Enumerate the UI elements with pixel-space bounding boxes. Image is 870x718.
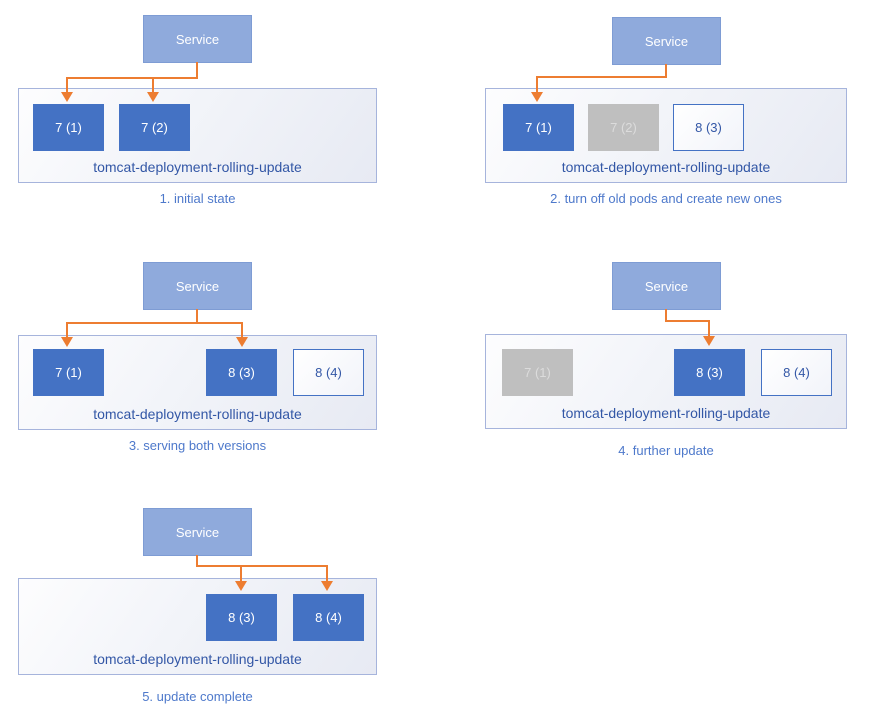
pod-label: 8 (4) xyxy=(783,365,810,380)
pod-box: 8 (3) xyxy=(206,594,277,641)
service-arrow-line xyxy=(665,64,667,78)
panel-caption: 3. serving both versions xyxy=(128,438,267,453)
pod-box: 7 (2) xyxy=(588,104,659,151)
service-box: Service xyxy=(612,262,721,310)
pod-label: 7 (1) xyxy=(525,120,552,135)
service-label: Service xyxy=(175,278,220,294)
service-arrow-line xyxy=(196,555,198,567)
arrowhead-icon xyxy=(61,92,73,102)
panel-caption: 4. further update xyxy=(618,443,714,458)
arrowhead-icon xyxy=(236,337,248,347)
service-label: Service xyxy=(175,31,220,47)
pod-box: 8 (4) xyxy=(293,594,364,641)
deployment-container: 8 (3) 8 (4) tomcat-deployment-rolling-up… xyxy=(18,578,377,675)
arrowhead-icon xyxy=(703,336,715,346)
deployment-label: tomcat-deployment-rolling-update xyxy=(93,406,302,422)
pod-box: 7 (1) xyxy=(33,349,104,396)
service-arrow-line xyxy=(152,77,154,93)
deployment-container: 7 (1) 8 (3) 8 (4) tomcat-deployment-roll… xyxy=(485,334,847,429)
deployment-label: tomcat-deployment-rolling-update xyxy=(93,159,302,175)
pod-label: 8 (4) xyxy=(315,610,342,625)
pod-box: 8 (4) xyxy=(761,349,832,396)
panel-caption: 5. update complete xyxy=(142,689,253,704)
service-box: Service xyxy=(143,262,252,310)
service-arrow-line xyxy=(66,77,68,93)
pod-box: 7 (1) xyxy=(503,104,574,151)
pod-box: 7 (1) xyxy=(33,104,104,151)
pod-box: 8 (3) xyxy=(674,349,745,396)
pod-box: 8 (3) xyxy=(206,349,277,396)
service-arrow-line xyxy=(665,320,710,322)
service-arrow-line xyxy=(326,565,328,582)
service-arrow-line xyxy=(536,76,667,78)
pod-label: 8 (3) xyxy=(228,365,255,380)
deployment-container: 7 (1) 8 (3) 8 (4) tomcat-deployment-roll… xyxy=(18,335,377,430)
service-label: Service xyxy=(175,524,220,540)
pod-label: 7 (2) xyxy=(141,120,168,135)
service-arrow-line xyxy=(241,322,243,338)
pod-label: 7 (1) xyxy=(55,365,82,380)
service-box: Service xyxy=(143,15,252,63)
arrowhead-icon xyxy=(235,581,247,591)
arrowhead-icon xyxy=(531,92,543,102)
pod-label: 8 (3) xyxy=(696,365,723,380)
pod-box: 8 (4) xyxy=(293,349,364,396)
service-arrow-line xyxy=(708,320,710,337)
service-arrow-line xyxy=(66,77,198,79)
panel-caption: 2. turn off old pods and create new ones xyxy=(550,191,782,206)
service-arrow-line xyxy=(66,322,68,338)
service-arrow-line xyxy=(196,565,328,567)
arrowhead-icon xyxy=(321,581,333,591)
service-arrow-line xyxy=(665,309,667,322)
service-label: Service xyxy=(644,33,689,49)
pod-box: 7 (1) xyxy=(502,349,573,396)
service-box: Service xyxy=(612,17,721,65)
deployment-label: tomcat-deployment-rolling-update xyxy=(561,159,771,175)
pod-label: 8 (4) xyxy=(315,365,342,380)
pod-label: 8 (3) xyxy=(695,120,722,135)
service-box: Service xyxy=(143,508,252,556)
pod-box: 7 (2) xyxy=(119,104,190,151)
service-arrow-line xyxy=(240,565,242,582)
service-arrow-line xyxy=(66,322,243,324)
service-arrow-line xyxy=(536,76,538,93)
pod-box: 8 (3) xyxy=(673,104,744,151)
pod-label: 8 (3) xyxy=(228,610,255,625)
panel-caption: 1. initial state xyxy=(159,191,236,206)
deployment-container: 7 (1) 7 (2) 8 (3) tomcat-deployment-roll… xyxy=(485,88,847,183)
pod-label: 7 (1) xyxy=(524,365,551,380)
deployment-container: 7 (1) 7 (2) tomcat-deployment-rolling-up… xyxy=(18,88,377,183)
arrowhead-icon xyxy=(61,337,73,347)
pod-label: 7 (1) xyxy=(55,120,82,135)
deployment-label: tomcat-deployment-rolling-update xyxy=(93,651,302,667)
arrowhead-icon xyxy=(147,92,159,102)
pod-label: 7 (2) xyxy=(610,120,637,135)
deployment-label: tomcat-deployment-rolling-update xyxy=(561,405,771,421)
service-arrow-line xyxy=(196,309,198,324)
service-arrow-line xyxy=(196,62,198,78)
service-label: Service xyxy=(644,278,689,294)
